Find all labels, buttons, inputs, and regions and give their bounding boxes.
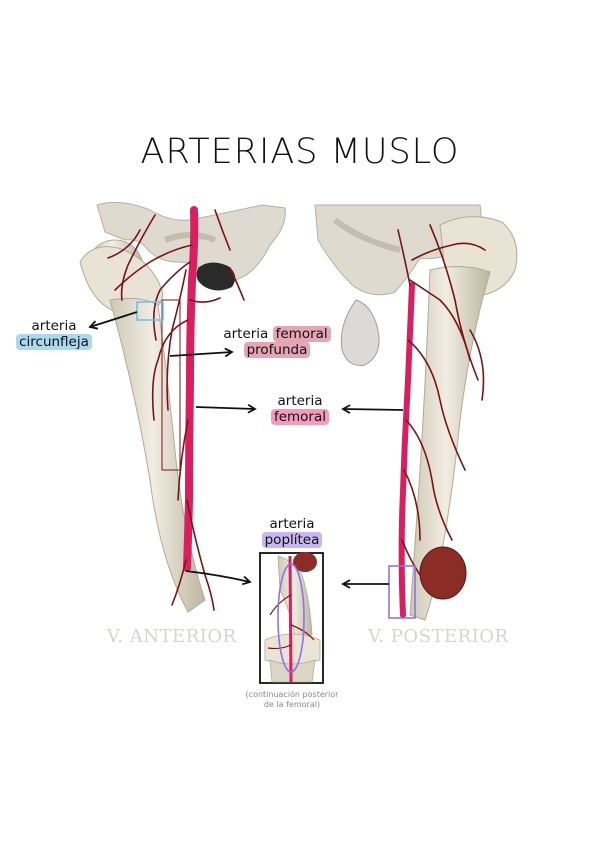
label-poplitea-line1: arteria [269,516,315,532]
label-poplitea: arteria poplítea [254,516,330,548]
scrotum [340,299,380,366]
genital-region [196,262,236,291]
label-femoral: arteria femoral [262,393,338,425]
femoral-artery-anterior [183,206,199,572]
label-femoral-line1: arteria [277,393,323,409]
view-anterior-caption: V. ANTERIOR [107,626,237,647]
circunfleja-marker [136,301,164,321]
poplitea-marker [388,565,416,619]
muscle-patch [419,546,467,600]
label-femoral-profunda-line2: profunda [243,342,311,358]
label-femoral-line2: femoral [270,409,330,425]
page-title: ARTERIAS MUSLO [140,132,460,172]
poplitea-note-line1: (continuación posterior [245,690,339,699]
posterior-view-figure [314,204,518,621]
femur-shaft-anterior [109,297,206,613]
label-femoral-profunda: arteria femoral profunda [222,326,332,358]
view-posterior-caption: V. POSTERIOR [368,626,509,647]
poplitea-note-line2: de la femoral) [263,700,321,709]
label-circunfleja: arteria circunfleja [14,318,94,350]
label-femoral-profunda-word1: arteria [223,326,269,342]
label-circunfleja-line1: arteria [31,318,77,334]
anterior-branches [107,209,245,611]
poplitea-note: (continuación posterior de la femoral) [232,690,352,710]
label-poplitea-line2: poplítea [261,532,323,548]
label-circunfleja-line2: circunfleja [16,334,92,350]
poplitea-ellipse [277,563,305,673]
label-femoral-profunda-word2: femoral [272,326,331,342]
poplitea-inset [259,552,324,684]
posterior-branches [397,224,486,576]
label-arrows [88,311,404,589]
anterior-view-figure [79,201,286,613]
